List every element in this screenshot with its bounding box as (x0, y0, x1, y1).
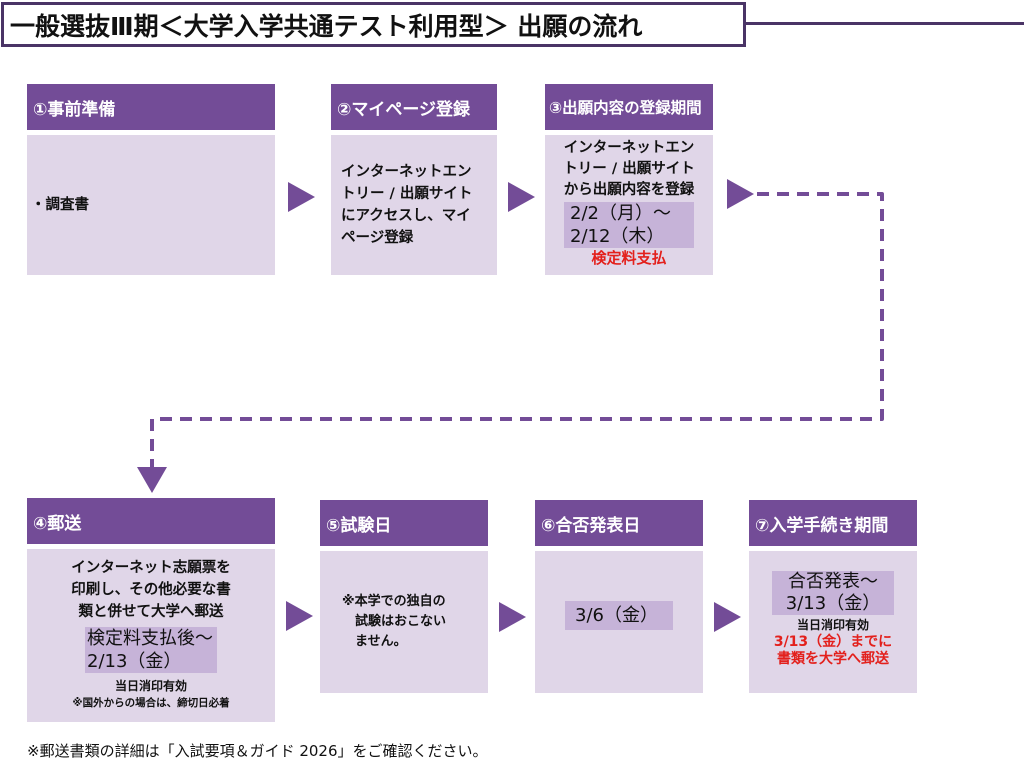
step-3-period: 2/2（月）～ 2/12（木） (564, 202, 694, 248)
step-5-line: ※本学での独自の (342, 594, 446, 609)
step-4-line: インターネット志願票を (71, 560, 231, 576)
step-5-body: ※本学での独自の 試験はおこない ません。 (320, 551, 488, 693)
step-6-header: ⑥合否発表日 (535, 500, 703, 546)
step-6-body: 3/6（金） (535, 551, 703, 693)
step-2-line: トリー / 出願サイト (341, 186, 473, 202)
step-7-body: 合否発表～ 3/13（金） 当日消印有効 3/13（金）までに 書類を大学へ郵送 (749, 551, 917, 693)
step-3-period-end: 2/12（木） (570, 226, 665, 247)
right-arrow-icon (499, 602, 526, 632)
step-3-body: インターネットエン トリー / 出願サイト から出願内容を登録 2/2（月）～ … (545, 135, 713, 275)
step-2-body: インターネットエン トリー / 出願サイト にアクセスし、マイ ページ登録 (331, 135, 497, 275)
step-7-header: ⑦入学手続き期間 (749, 500, 917, 546)
step-5-line: ません。 (342, 634, 407, 649)
step-7-postmark-note: 当日消印有効 (796, 618, 869, 632)
step-7-period: 合否発表～ 3/13（金） (772, 571, 894, 615)
step-3-period-start: 2/2（月）～ (570, 203, 671, 224)
step-4-period: 検定料支払後～ 2/13（金） (85, 627, 217, 673)
step-6-date: 3/6（金） (565, 600, 673, 630)
step-2-line: にアクセスし、マイ (341, 208, 471, 224)
step-2-line: インターネットエン (341, 164, 472, 180)
step-4-period-end: 2/13（金） (87, 651, 182, 672)
step-4-line: 類と併せて大学へ郵送 (78, 604, 224, 620)
footnote: ※郵送書類の詳細は「入試要項＆ガイド 2026」をご確認ください。 (27, 742, 488, 760)
right-arrow-icon (288, 182, 315, 212)
step-3-line: インターネットエン (563, 140, 695, 156)
step-7-period-start: 合否発表～ (788, 571, 878, 592)
right-arrow-icon (727, 179, 754, 209)
step-3-header: ③出願内容の登録期間 (545, 84, 713, 130)
step-4-postmark-note: 当日消印有効 (114, 679, 187, 693)
step-2-header: ②マイページ登録 (331, 84, 497, 130)
page-title: 一般選抜Ⅲ期＜大学入学共通テスト利用型＞ 出願の流れ (1, 2, 746, 47)
step-7-mail-note-line: 書類を大学へ郵送 (777, 651, 889, 667)
step-4-body: インターネット志願票を 印刷し、その他必要な書 類と併せて大学へ郵送 検定料支払… (27, 549, 275, 722)
down-arrow-icon (137, 467, 167, 493)
step-3-line: トリー / 出願サイト (563, 161, 695, 177)
step-3-line: から出願内容を登録 (563, 182, 695, 198)
step-5-line: 試験はおこない (342, 614, 447, 629)
step-7-mail-note-line: 3/13（金）までに (773, 634, 893, 650)
step-3-fee-note: 検定料支払 (591, 249, 667, 267)
step-1-header: ①事前準備 (27, 84, 275, 130)
step-1-body: ・調査書 (27, 135, 275, 275)
step-4-line: 印刷し、その他必要な書 (71, 582, 231, 598)
step-4-period-start: 検定料支払後～ (87, 628, 213, 649)
step-4-overseas-note: ※国外からの場合は、締切日必着 (72, 697, 230, 709)
step-7-period-end: 3/13（金） (785, 593, 881, 614)
step-7-mail-note: 3/13（金）までに 書類を大学へ郵送 (774, 634, 892, 668)
step-5-header: ⑤試験日 (320, 500, 488, 546)
step-2-line: ページ登録 (341, 230, 414, 246)
step-1-item: ・調査書 (31, 197, 89, 213)
step-4-header: ④郵送 (27, 498, 275, 544)
right-arrow-icon (286, 601, 313, 631)
title-rule (746, 22, 1024, 25)
right-arrow-icon (508, 182, 535, 212)
right-arrow-icon (714, 602, 741, 632)
